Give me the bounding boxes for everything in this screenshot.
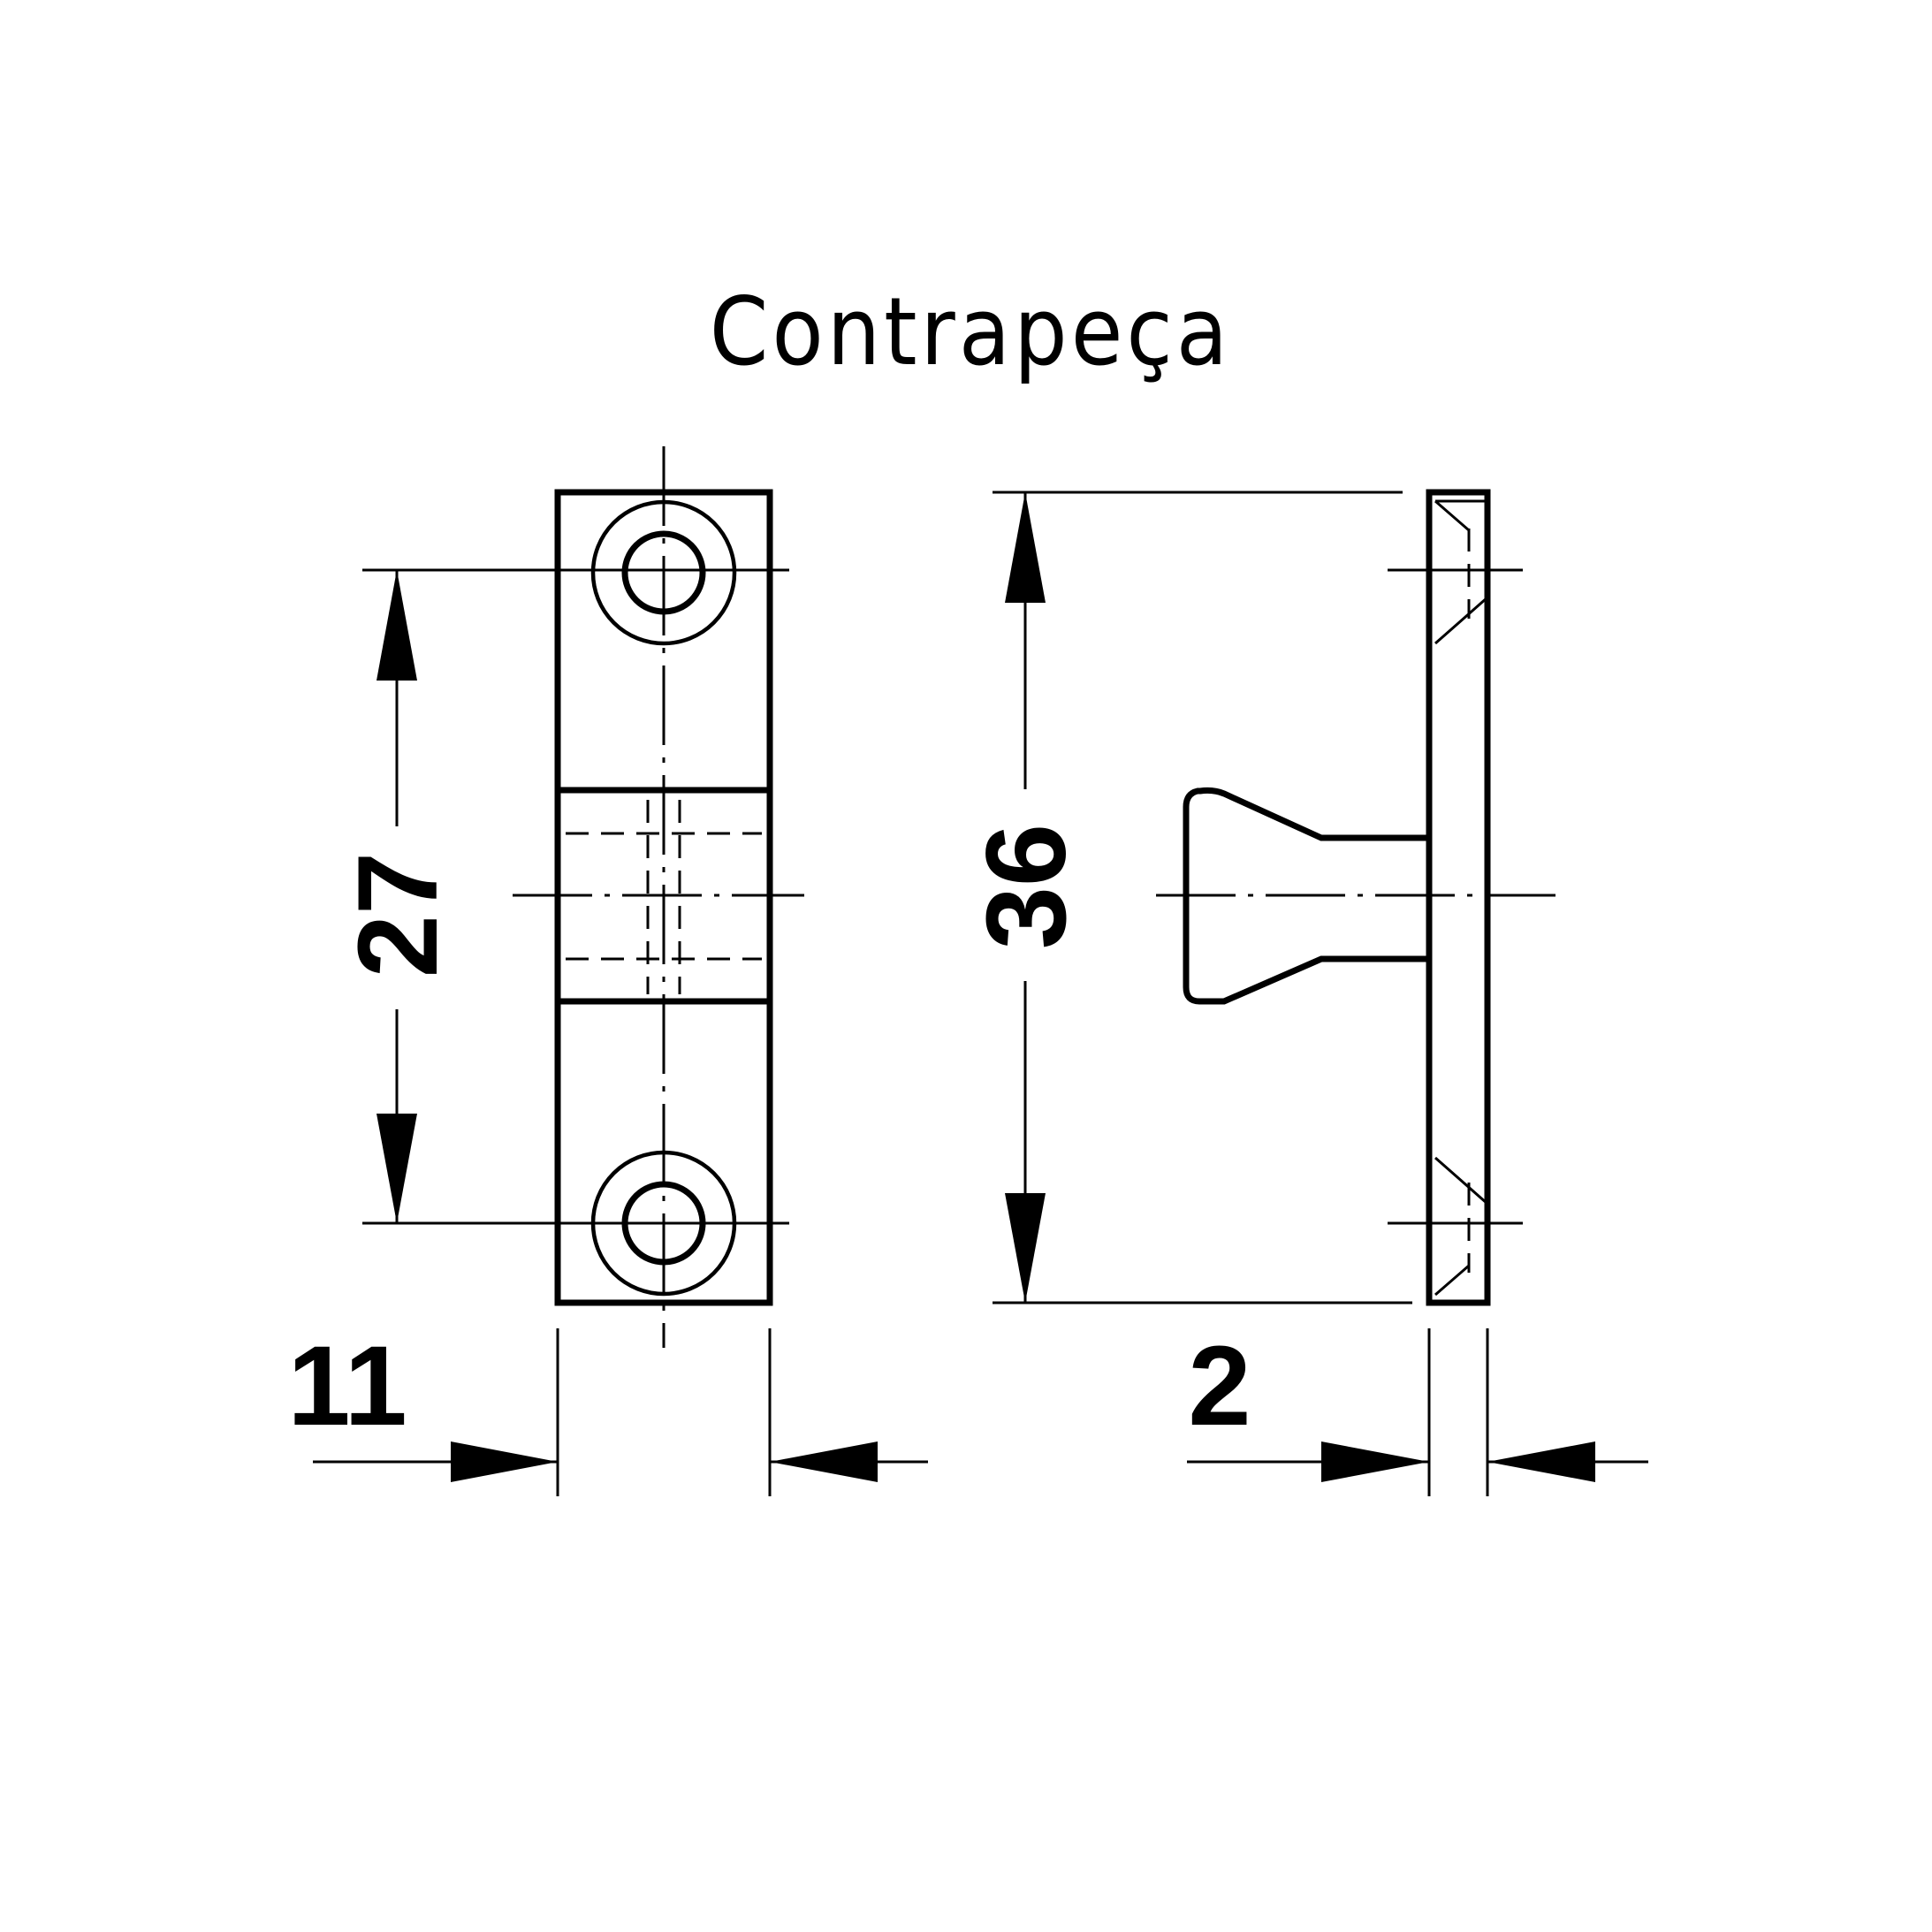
dimension-hole-spacing: 27 [335, 570, 461, 1223]
dim-11-arrow-right [451, 1441, 558, 1482]
side-top-countersink-chamfer-2 [1434, 596, 1488, 645]
dimension-36-label: 36 [963, 824, 1090, 949]
dim-27-arrow-down [377, 1114, 417, 1223]
side-top-countersink-diag [1434, 499, 1470, 532]
side-bottom-countersink-chamfer-2 [1434, 1264, 1470, 1297]
dim-2-arrow-left [1487, 1441, 1595, 1482]
drawing-title: Contrapeça [710, 278, 1232, 386]
dimension-width: 11 [287, 1323, 928, 1496]
dimension-thickness: 2 [1187, 1323, 1648, 1496]
dim-2-arrow-right [1321, 1441, 1429, 1482]
dim-11-arrow-left [770, 1441, 878, 1482]
dimension-2-label: 2 [1188, 1323, 1251, 1449]
front-view [362, 446, 804, 1348]
side-bottom-countersink-chamfer-1 [1434, 1156, 1488, 1206]
side-plate-outline [1426, 489, 1491, 1306]
dimension-27-label: 27 [335, 852, 461, 977]
dim-27-arrow-up [377, 570, 417, 681]
side-view [1156, 489, 1555, 1306]
dimension-height: 36 [963, 491, 1412, 1304]
side-knob-profile [1183, 787, 1429, 1005]
dim-36-arrow-up [1005, 492, 1046, 603]
dim-36-arrow-down [1005, 1193, 1046, 1303]
dimension-11-label: 11 [287, 1323, 407, 1449]
